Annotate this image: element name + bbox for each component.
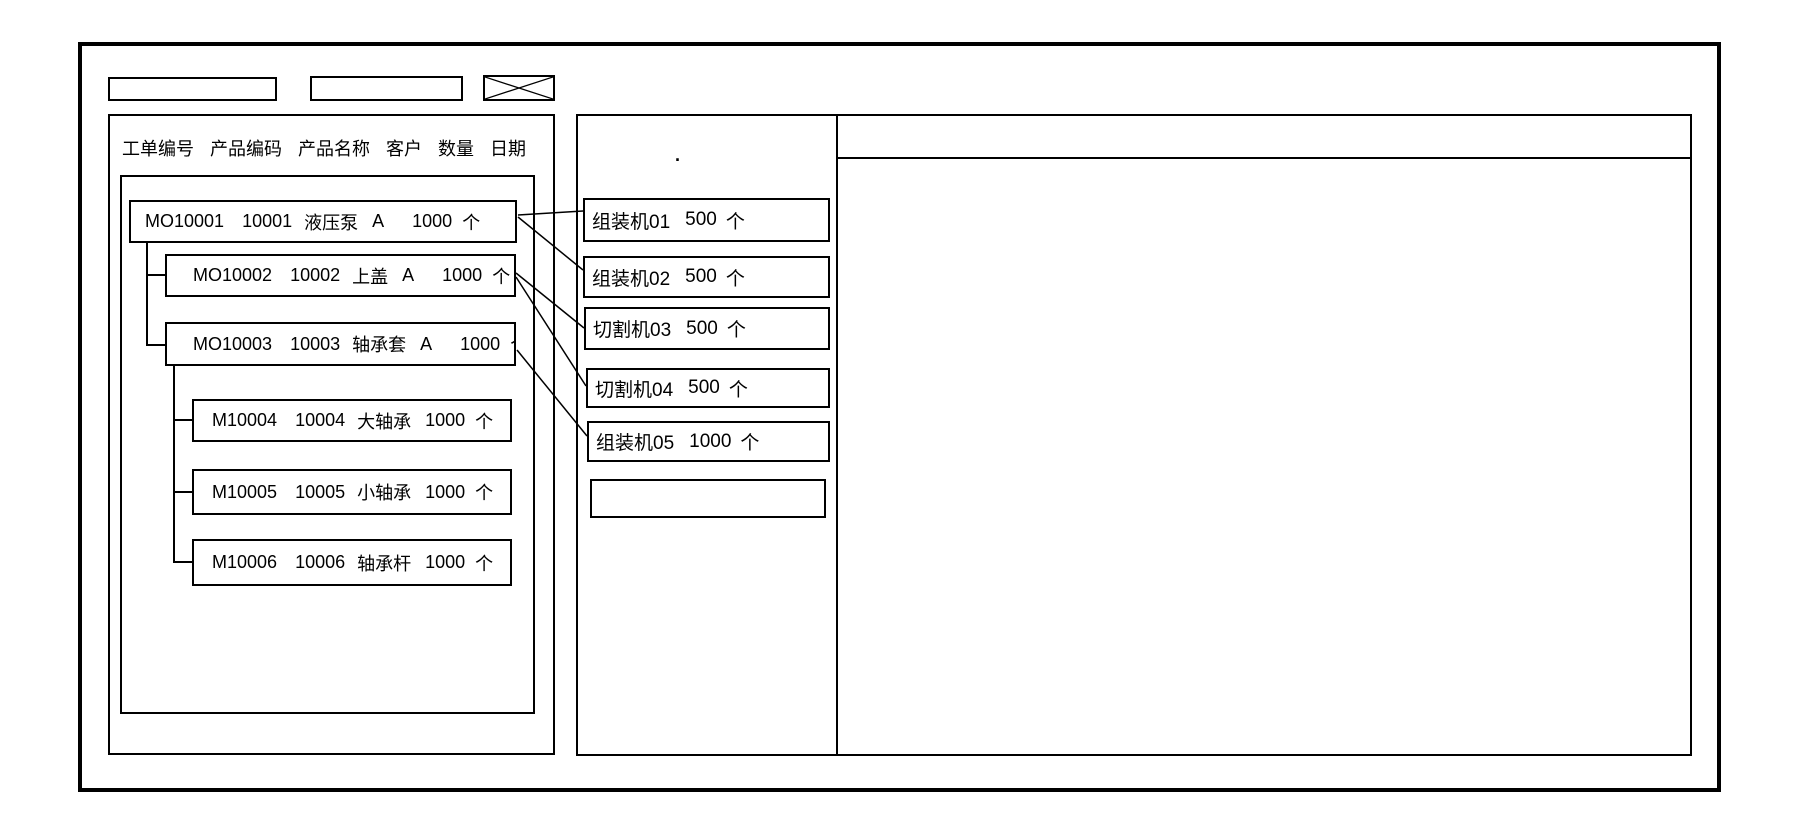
machine-name: 组装机02 bbox=[592, 268, 671, 290]
unit: 个 bbox=[726, 320, 746, 341]
column-header-customer: 客户 bbox=[386, 139, 422, 159]
unit: 个 bbox=[510, 331, 514, 357]
unit: 个 bbox=[740, 433, 760, 454]
machine-box-02[interactable]: 组装机02 500 个 bbox=[583, 256, 830, 298]
machine-name: 切割机03 bbox=[593, 320, 672, 341]
order-id: M10005 bbox=[212, 481, 278, 502]
order-id: MO10003 bbox=[193, 333, 273, 354]
machine-box-01[interactable]: 组装机01 500 个 bbox=[583, 198, 830, 242]
toolbar-input-2[interactable] bbox=[310, 76, 463, 101]
product-name: 大轴承 bbox=[357, 411, 412, 432]
work-order-box-mo10002[interactable]: MO10002 10002 上盖 A 1000 个 bbox=[165, 254, 516, 297]
machine-box-05[interactable]: 组装机05 1000 个 bbox=[587, 421, 830, 462]
work-order-box-m10006[interactable]: M10006 10006 轴承杆 1000 个 bbox=[192, 539, 512, 586]
product-name: 轴承杆 bbox=[357, 553, 412, 574]
image-placeholder-icon[interactable] bbox=[483, 75, 555, 101]
unit: 个 bbox=[462, 212, 481, 233]
product-code: 10006 bbox=[295, 552, 346, 572]
work-order-box-m10004[interactable]: M10004 10004 大轴承 1000 个 bbox=[192, 399, 512, 442]
quantity: 1000 bbox=[425, 481, 466, 502]
quantity: 1000 bbox=[425, 552, 466, 572]
machine-quantity: 500 bbox=[688, 377, 720, 398]
product-code: 10003 bbox=[290, 333, 341, 354]
customer: A bbox=[420, 333, 433, 354]
machine-quantity: 1000 bbox=[689, 430, 732, 452]
order-id: M10006 bbox=[212, 552, 278, 572]
product-code: 10005 bbox=[295, 481, 346, 502]
machine-box-04[interactable]: 切割机04 500 个 bbox=[586, 368, 830, 408]
product-name: 小轴承 bbox=[357, 483, 412, 503]
order-tree-container bbox=[120, 175, 535, 714]
quantity: 1000 bbox=[442, 265, 483, 285]
detail-panel-header-divider bbox=[838, 157, 1690, 159]
machine-quantity: 500 bbox=[685, 209, 717, 230]
column-header-product-code: 产品编码 bbox=[210, 139, 282, 159]
column-header-quantity: 数量 bbox=[438, 139, 474, 159]
machine-quantity: 500 bbox=[685, 266, 717, 287]
quantity: 1000 bbox=[460, 333, 501, 354]
work-order-box-m10005[interactable]: M10005 10005 小轴承 1000 个 bbox=[192, 469, 512, 515]
unit: 个 bbox=[728, 379, 748, 401]
quantity: 1000 bbox=[412, 211, 453, 231]
order-id: MO10001 bbox=[145, 211, 225, 231]
order-id: M10004 bbox=[212, 410, 278, 430]
machine-box-03[interactable]: 切割机03 500 个 bbox=[584, 307, 830, 350]
customer: A bbox=[402, 265, 415, 285]
unit: 个 bbox=[725, 268, 745, 290]
work-order-box-mo10001[interactable]: MO10001 10001 液压泵 A 1000 个 bbox=[129, 200, 517, 243]
unit: 个 bbox=[475, 553, 494, 574]
unit: 个 bbox=[475, 483, 494, 503]
unit: 个 bbox=[475, 411, 494, 432]
detail-panel bbox=[836, 114, 1692, 756]
column-header-product-name: 产品名称 bbox=[298, 139, 370, 159]
product-name: 液压泵 bbox=[304, 212, 359, 233]
unit: 个 bbox=[492, 266, 511, 287]
machine-box-empty[interactable] bbox=[590, 479, 826, 518]
product-name: 上盖 bbox=[352, 266, 389, 287]
crossed-box-icon bbox=[485, 77, 553, 99]
product-code: 10001 bbox=[242, 211, 293, 231]
column-header-order-no: 工单编号 bbox=[122, 139, 194, 159]
product-code: 10004 bbox=[295, 410, 346, 430]
column-header-row: 工单编号 产品编码 产品名称 客户 数量 日期 bbox=[122, 136, 526, 160]
quantity: 1000 bbox=[425, 410, 466, 430]
work-order-box-mo10003[interactable]: MO10003 10003 轴承套 A 1000 个 bbox=[165, 322, 516, 366]
order-id: MO10002 bbox=[193, 265, 273, 285]
column-header-date: 日期 bbox=[490, 139, 526, 159]
toolbar-input-1[interactable] bbox=[108, 77, 277, 101]
machine-name: 切割机04 bbox=[595, 379, 674, 401]
product-code: 10002 bbox=[290, 265, 341, 285]
machine-name: 组装机05 bbox=[596, 433, 675, 454]
stray-dot: . bbox=[675, 145, 681, 165]
machine-quantity: 500 bbox=[686, 317, 718, 339]
customer: A bbox=[372, 211, 385, 231]
product-name: 轴承套 bbox=[352, 335, 407, 355]
unit: 个 bbox=[725, 211, 745, 233]
machine-name: 组装机01 bbox=[592, 211, 671, 233]
